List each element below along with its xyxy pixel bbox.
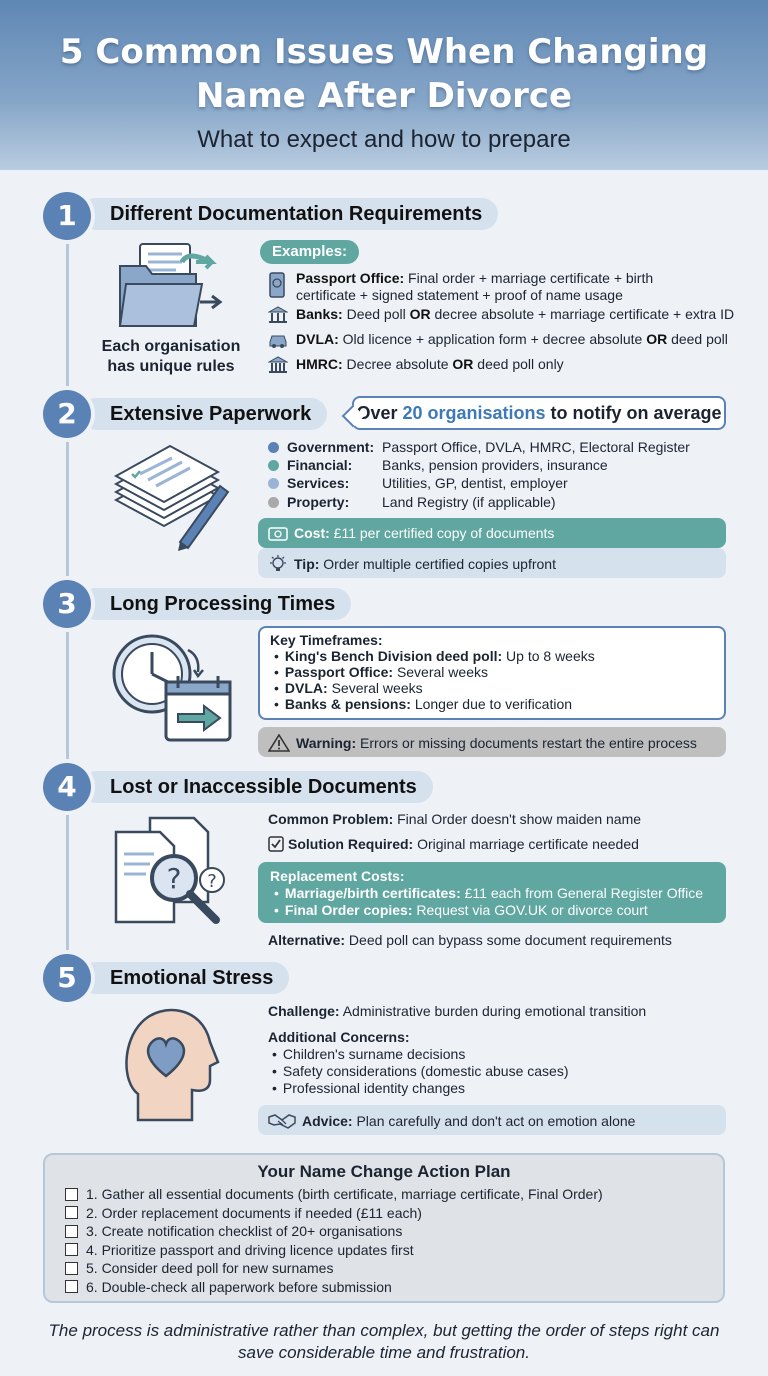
replacement-item: Marriage/birth certificates: £11 each fr… bbox=[270, 885, 714, 902]
concern-item: Professional identity changes bbox=[268, 1080, 569, 1097]
page-subtitle: What to expect and how to prepare bbox=[197, 126, 571, 153]
concern-item: Safety considerations (domestic abuse ca… bbox=[268, 1063, 569, 1080]
action-item-6: 6. Double-check all paperwork before sub… bbox=[65, 1278, 703, 1297]
concern-item: Children's surname decisions bbox=[268, 1046, 569, 1063]
alternative-note: Alternative: Deed poll can bypass some d… bbox=[268, 932, 672, 948]
section-4-number: 4 bbox=[43, 763, 91, 811]
svg-text:?: ? bbox=[167, 862, 182, 895]
action-item-1: 1. Gather all essential documents (birth… bbox=[65, 1185, 703, 1204]
warning-icon bbox=[268, 734, 290, 752]
timeframe-item: Banks & pensions: Longer due to verifica… bbox=[270, 696, 714, 712]
category-services: Services:Utilities, GP, dentist, employe… bbox=[268, 475, 568, 492]
timeframe-item: Passport Office: Several weeks bbox=[270, 664, 714, 680]
tip-bar: Tip: Order multiple certified copies upf… bbox=[258, 548, 726, 578]
category-financial: Financial:Banks, pension providers, insu… bbox=[268, 457, 608, 474]
organisations-callout: Over 20 organisations to notify on avera… bbox=[352, 396, 726, 430]
paperwork-stack-icon bbox=[110, 440, 234, 552]
section-5-number: 5 bbox=[43, 954, 91, 1002]
replacement-costs-box: Replacement Costs: Marriage/birth certif… bbox=[258, 862, 726, 923]
action-item-2: 2. Order replacement documents if needed… bbox=[65, 1204, 703, 1223]
document-search-icon: ? ? bbox=[110, 814, 232, 930]
checkbox[interactable] bbox=[65, 1224, 78, 1238]
example-row-passport: Passport Office: Final order + marriage … bbox=[268, 270, 698, 304]
head-heart-icon bbox=[118, 1002, 222, 1122]
example-row-dvla: DVLA: Old licence + application form + d… bbox=[268, 331, 728, 349]
section-3-number: 3 bbox=[43, 580, 91, 628]
section-1-title: Different Documentation Requirements bbox=[80, 198, 499, 230]
clock-calendar-icon bbox=[110, 632, 236, 744]
section-4-title: Lost or Inaccessible Documents bbox=[80, 771, 433, 803]
replacement-item: Final Order copies: Request via GOV.UK o… bbox=[270, 902, 714, 919]
timeframes-title: Key Timeframes: bbox=[270, 632, 383, 648]
category-government: Government:Passport Office, DVLA, HMRC, … bbox=[268, 439, 690, 456]
action-plan-title: Your Name Change Action Plan bbox=[257, 1162, 511, 1181]
section-1-number: 1 bbox=[43, 192, 91, 240]
section-2-number: 2 bbox=[43, 390, 91, 438]
common-problem: Common Problem: Final Order doesn't show… bbox=[268, 811, 642, 827]
checkbox[interactable] bbox=[65, 1206, 78, 1220]
checkbox[interactable] bbox=[65, 1243, 78, 1257]
examples-badge: Examples: bbox=[260, 240, 360, 264]
folder-documents-icon bbox=[112, 240, 228, 332]
example-row-hmrc: HMRC: Decree absolute OR deed poll only bbox=[268, 356, 564, 374]
car-icon bbox=[268, 331, 288, 349]
handshake-icon bbox=[268, 1112, 296, 1130]
checkbox[interactable] bbox=[65, 1261, 78, 1275]
action-item-3: 3. Create notification checklist of 20+ … bbox=[65, 1222, 703, 1241]
solution-required: Solution Required: Original marriage cer… bbox=[268, 836, 639, 853]
category-property: Property:Land Registry (if applicable) bbox=[268, 494, 556, 511]
checkbox[interactable] bbox=[65, 1187, 78, 1201]
page-title: 5 Common Issues When Changing Name After… bbox=[59, 32, 709, 116]
warning-bar: Warning: Errors or missing documents res… bbox=[258, 727, 726, 757]
money-icon bbox=[268, 527, 288, 541]
bank-icon bbox=[268, 306, 288, 324]
advice-bar: Advice: Plan carefully and don't act on … bbox=[258, 1105, 726, 1135]
replacement-costs-title: Replacement Costs: bbox=[270, 868, 405, 884]
example-row-banks: Banks: Deed poll OR decree absolute + ma… bbox=[268, 306, 734, 324]
checkbox[interactable] bbox=[65, 1280, 78, 1294]
challenge-text: Challenge: Administrative burden during … bbox=[268, 1003, 647, 1019]
section-2-title: Extensive Paperwork bbox=[80, 398, 328, 430]
action-item-5: 5. Consider deed poll for new surnames bbox=[65, 1259, 703, 1278]
lightbulb-icon bbox=[268, 555, 288, 573]
header-banner: 5 Common Issues When Changing Name After… bbox=[0, 0, 768, 170]
government-building-icon bbox=[268, 356, 288, 374]
concerns-title: Additional Concerns: bbox=[268, 1029, 410, 1045]
key-timeframes-box: Key Timeframes: King's Bench Division de… bbox=[258, 626, 726, 720]
cost-bar: Cost: £11 per certified copy of document… bbox=[258, 518, 726, 548]
passport-icon bbox=[268, 272, 288, 298]
action-plan-box: Your Name Change Action Plan 1. Gather a… bbox=[43, 1153, 725, 1303]
action-item-4: 4. Prioritize passport and driving licen… bbox=[65, 1241, 703, 1260]
checkbox-checked-icon bbox=[268, 836, 284, 852]
timeframe-item: DVLA: Several weeks bbox=[270, 680, 714, 696]
section-1-caption: Each organisation has unique rules bbox=[101, 338, 241, 375]
footer-note: The process is administrative rather tha… bbox=[48, 1321, 720, 1362]
svg-text:?: ? bbox=[207, 871, 217, 892]
section-5-title: Emotional Stress bbox=[80, 962, 290, 994]
section-3-title: Long Processing Times bbox=[80, 588, 352, 620]
additional-concerns: Additional Concerns: Children's surname … bbox=[268, 1029, 569, 1097]
timeframe-item: King's Bench Division deed poll: Up to 8… bbox=[270, 648, 714, 664]
